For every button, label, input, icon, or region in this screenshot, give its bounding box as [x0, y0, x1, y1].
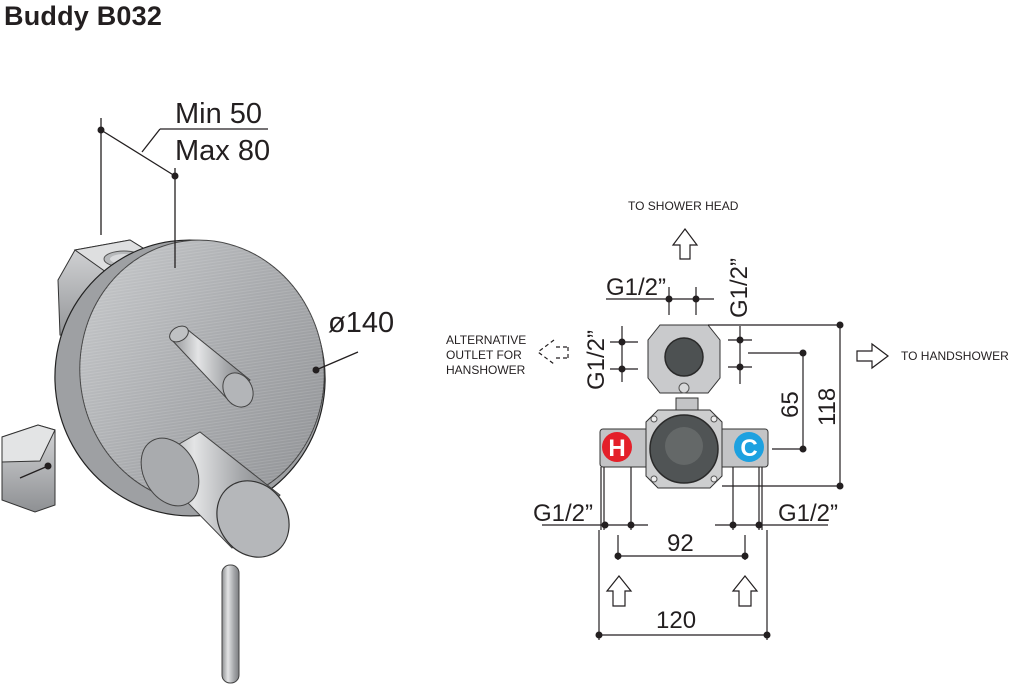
cold-badge-label: C: [740, 435, 757, 462]
alt-outlet-label-line2: OUTLET FOR: [446, 348, 522, 362]
to-shower-head-label: TO SHOWER HEAD: [628, 199, 739, 213]
wall-depth-dimension: [97, 118, 268, 268]
hot-badge: H: [602, 432, 632, 462]
diverter-valve-body: [647, 324, 721, 421]
page-title: Buddy B032: [4, 1, 163, 31]
cold-badge: C: [734, 432, 764, 462]
bottom-left-thread-label: G1/2”: [533, 500, 593, 527]
max-depth-label: Max 80: [175, 135, 270, 167]
hot-badge-label: H: [608, 435, 625, 462]
arrow-right-handshower-icon: [856, 342, 889, 370]
schematic-dimension-lines: [542, 287, 844, 640]
alt-outlet-label-line3: HANSHOWER: [446, 363, 526, 377]
left-thread-label: G1/2”: [583, 330, 610, 390]
min-depth-label: Min 50: [175, 98, 262, 130]
top-thread-label: G1/2”: [606, 274, 666, 301]
arrow-up-shower-head-icon: [671, 228, 699, 260]
to-handshower-label: TO HANDSHOWER: [901, 349, 1009, 363]
alt-outlet-label-line1: ALTERNATIVE: [446, 333, 526, 347]
outlet-height-label: 65: [777, 391, 804, 418]
mixer-handle: [140, 431, 290, 684]
inlet-spacing-label: 92: [667, 530, 694, 557]
side-inlet-block: [1, 424, 56, 513]
overall-height-label: 118: [814, 388, 841, 426]
overall-width-label: 120: [656, 607, 696, 634]
bottom-right-thread-label: G1/2”: [778, 500, 838, 527]
arrow-up-cold-inlet-icon: [731, 575, 759, 607]
diameter-label: ø140: [328, 307, 394, 339]
mixer-product-illustration: Min 50 Max 80 ø140: [1, 98, 394, 684]
alt-outlet-dashed-arrow-icon: [537, 339, 569, 365]
arrow-up-hot-inlet-icon: [605, 575, 633, 607]
diverter-knob: [169, 325, 254, 408]
installation-schematic: TO SHOWER HEAD TO HANDSHOWER ALTERNATIVE…: [446, 199, 1009, 640]
right-thread-label: G1/2”: [726, 258, 753, 318]
diameter-dimension: [19, 351, 359, 479]
